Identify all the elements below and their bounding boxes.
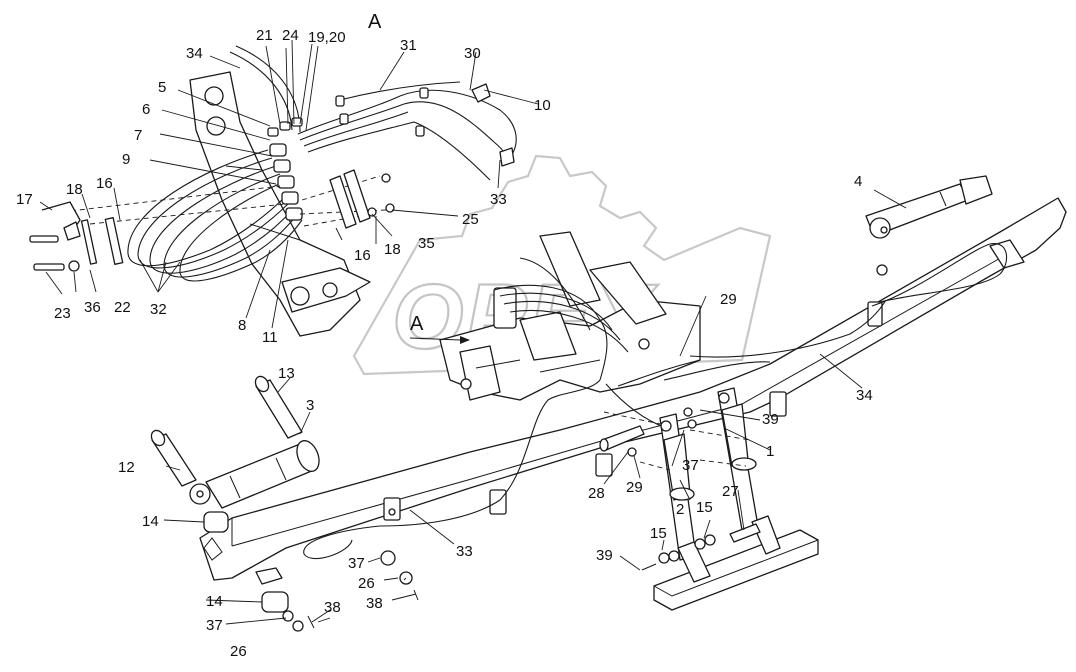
callout-35: 35	[418, 235, 435, 252]
callout-38b: 38	[324, 599, 341, 616]
pin-12	[150, 429, 197, 487]
leader-lines	[39, 39, 907, 625]
callout-32: 32	[150, 301, 167, 318]
callout-10: 10	[534, 97, 551, 114]
central-frame	[439, 231, 701, 401]
callout-21: 21	[256, 27, 273, 44]
callout-38a: 38	[366, 595, 383, 612]
callout-28: 28	[588, 485, 605, 502]
callout-22: 22	[114, 299, 131, 316]
callout-30: 30	[464, 45, 481, 62]
callout-11: 11	[262, 329, 278, 346]
callout-labels: A A 1 2 3 4 5 6 7 8 9 10 11 12 13 14 14 …	[16, 11, 873, 660]
callout-15b: 15	[696, 499, 713, 516]
callout-13: 13	[278, 365, 295, 382]
callout-16b: 16	[354, 247, 371, 264]
callout-29b: 29	[626, 479, 643, 496]
callout-33a: 33	[490, 191, 507, 208]
callout-12: 12	[118, 459, 135, 476]
callout-14b: 14	[206, 593, 223, 610]
callout-36: 36	[84, 299, 101, 316]
alignment-lines-lower	[603, 411, 751, 471]
cylinder-4	[865, 175, 993, 239]
callout-26b: 26	[230, 643, 247, 660]
callout-2: 2	[676, 501, 684, 518]
callout-23: 23	[54, 305, 71, 322]
callout-8: 8	[238, 317, 246, 334]
callout-25: 25	[462, 211, 479, 228]
callout-27: 27	[722, 483, 739, 500]
callout-19-20: 19,20	[308, 29, 346, 46]
callout-31: 31	[400, 37, 417, 54]
callout-34b: 34	[856, 387, 873, 404]
callout-17: 17	[16, 191, 33, 208]
callout-29a: 29	[720, 291, 737, 308]
pin-13	[254, 375, 303, 439]
main-beam-body	[199, 197, 1067, 581]
callout-37c: 37	[206, 617, 223, 634]
callout-18a: 18	[66, 181, 83, 198]
hose-34-right	[689, 243, 1008, 358]
hose-bundle-left	[127, 45, 517, 282]
callout-3: 3	[306, 397, 314, 414]
callout-39a: 39	[762, 411, 779, 428]
view-arrow	[409, 336, 470, 344]
callout-7: 7	[134, 127, 142, 144]
callout-4: 4	[854, 173, 862, 190]
callout-18b: 18	[384, 241, 401, 258]
view-label-arrow: A	[410, 313, 424, 335]
watermark-gear	[352, 154, 772, 376]
callout-14a: 14	[142, 513, 159, 530]
callout-6: 6	[142, 101, 150, 118]
callout-5: 5	[158, 79, 166, 96]
hoses-console	[303, 257, 771, 560]
view-label-top: A	[368, 11, 382, 33]
callout-39b: 39	[596, 547, 613, 564]
cylinder-3	[189, 440, 320, 509]
upper-bracket	[189, 71, 371, 337]
callout-16a: 16	[96, 175, 113, 192]
fastener-parts-left	[29, 169, 395, 272]
callout-1: 1	[766, 443, 774, 460]
callout-24: 24	[282, 27, 299, 44]
pins-lower-right	[599, 407, 761, 571]
callout-9: 9	[122, 151, 130, 168]
callout-26a: 26	[358, 575, 375, 592]
callout-37a: 37	[682, 457, 699, 474]
bushings	[203, 511, 419, 632]
callout-15a: 15	[650, 525, 667, 542]
lower-bracket	[653, 515, 819, 611]
callout-37b: 37	[348, 555, 365, 572]
coupling-blocks	[267, 83, 515, 221]
callout-34a: 34	[186, 45, 203, 62]
callout-33b: 33	[456, 543, 473, 560]
